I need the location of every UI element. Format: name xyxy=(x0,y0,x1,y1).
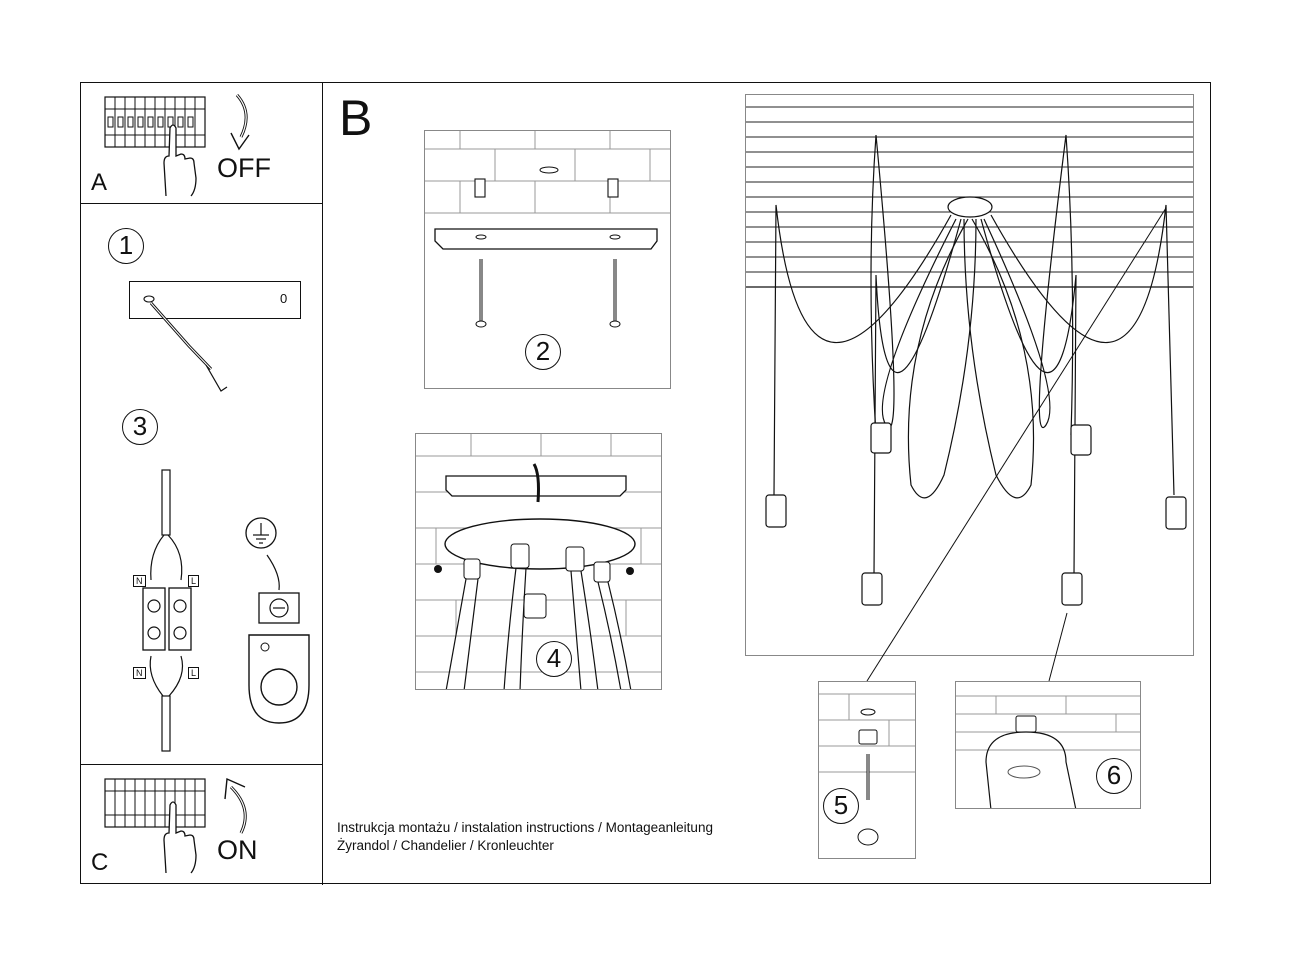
off-label: OFF xyxy=(217,153,271,183)
hand-icon xyxy=(163,124,197,197)
ground-connector-diagram xyxy=(245,517,310,724)
step-5-drawing xyxy=(819,693,915,846)
terminal-l-bottom: L xyxy=(188,667,200,679)
step-2-number: 2 xyxy=(525,334,561,370)
panel-c-letter: C xyxy=(91,849,109,876)
terminal-n-bottom: N xyxy=(133,667,146,679)
terminal-l-top: L xyxy=(188,575,200,587)
step-1-plate: 0 xyxy=(129,281,301,319)
terminal-n-top: N xyxy=(133,575,146,587)
panel-c-divider xyxy=(81,764,323,766)
step-4-number: 4 xyxy=(536,641,572,677)
panel-a-letter: A xyxy=(91,169,108,196)
step-6-number: 6 xyxy=(1096,758,1132,794)
instruction-sheet: A OFF 1 0 3 N L N L xyxy=(80,82,1211,885)
curved-arrow-down-icon xyxy=(230,94,250,151)
step-6-drawing xyxy=(956,695,1140,808)
step-5-frame: 5 xyxy=(818,681,916,859)
step-1-number: 1 xyxy=(108,228,144,264)
step-1-wire xyxy=(143,295,228,392)
terminal-block-diagram xyxy=(142,469,192,752)
step-5-number: 5 xyxy=(823,788,859,824)
panel-b-letter: B xyxy=(339,90,373,146)
step-3-number: 3 xyxy=(122,409,158,445)
plate-mark: 0 xyxy=(280,291,288,306)
curved-arrow-up-icon xyxy=(224,777,247,834)
caption-line-1: Instrukcja montażu / instalation instruc… xyxy=(337,820,713,835)
hand-icon xyxy=(163,801,197,874)
caption-line-2: Żyrandol / Chandelier / Kronleuchter xyxy=(337,838,554,853)
panel-a-divider xyxy=(81,203,323,205)
step-4-frame: 4 xyxy=(415,433,662,690)
on-label: ON xyxy=(217,835,258,865)
chandelier-frame xyxy=(745,94,1194,656)
circuit-breaker-icon xyxy=(104,96,206,148)
step-6-frame: 6 xyxy=(955,681,1141,809)
left-column-divider xyxy=(322,83,324,885)
leader-lines xyxy=(866,207,1167,682)
step-2-drawing xyxy=(425,131,670,328)
step-2-frame: 2 xyxy=(424,130,671,389)
circuit-breaker-icon xyxy=(104,778,206,828)
step-4-drawing xyxy=(416,434,661,689)
chandelier-drawing xyxy=(746,106,1193,606)
